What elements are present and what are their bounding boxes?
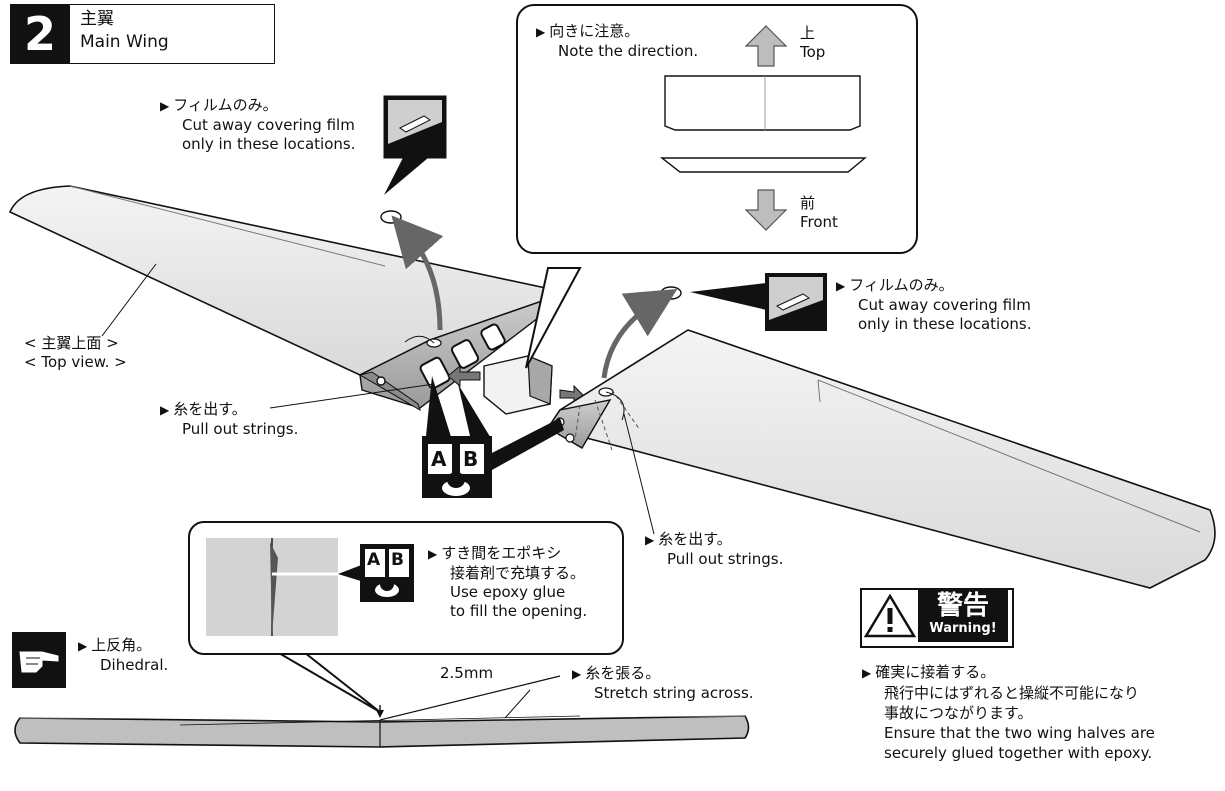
warning-jp: 警告 bbox=[936, 591, 989, 621]
film-left-en1: Cut away covering film bbox=[182, 116, 355, 134]
glue-en2: to fill the opening. bbox=[450, 602, 588, 620]
pull-strings-right-label: 糸を出す。 Pull out strings. bbox=[645, 530, 783, 569]
note-direction-text: 向きに注意。 Note the direction. bbox=[536, 22, 698, 61]
glue-ab-badge bbox=[338, 544, 414, 602]
pointing-hand-icon bbox=[12, 632, 66, 688]
step-title: 主翼 Main Wing bbox=[80, 8, 169, 54]
stretch-string-label: 糸を張る。 Stretch string across. bbox=[572, 664, 754, 703]
film-left-jp: フィルムのみ。 bbox=[160, 96, 355, 116]
strings-left-jp: 糸を出す。 bbox=[160, 400, 298, 420]
top-label: 上 Top bbox=[800, 24, 825, 62]
pull-strings-left-label: 糸を出す。 Pull out strings. bbox=[160, 400, 298, 439]
step-number: 2 bbox=[10, 4, 70, 64]
front-label: 前 Front bbox=[800, 194, 838, 232]
top-view-en: < Top view. > bbox=[24, 353, 127, 371]
warning-jp3: 事故につながります。 bbox=[884, 704, 1033, 722]
glue-jp1: すき間をエポキシ bbox=[428, 544, 587, 564]
film-right-en2: only in these locations. bbox=[858, 315, 1032, 333]
glue-jp2: 接着剤で充填する。 bbox=[450, 564, 586, 582]
top-label-en: Top bbox=[800, 43, 826, 61]
film-cut-left-label: フィルムのみ。 Cut away covering film only in t… bbox=[160, 96, 355, 154]
front-label-en: Front bbox=[800, 213, 838, 231]
dihedral-jp: 上反角。 bbox=[78, 636, 168, 656]
ab-callout bbox=[422, 376, 564, 498]
wing-joiner bbox=[447, 355, 585, 415]
warning-en1: Ensure that the two wing halves are bbox=[884, 724, 1155, 742]
top-view-leader bbox=[101, 263, 157, 337]
strings-left-en: Pull out strings. bbox=[182, 420, 299, 438]
warning-en2: securely glued together with epoxy. bbox=[884, 744, 1153, 762]
strings-right-jp: 糸を出す。 bbox=[645, 530, 783, 550]
glue-instruction: すき間をエポキシ 接着剤で充填する。 Use epoxy glue to fil… bbox=[428, 544, 587, 621]
warning-label: 警告 Warning! bbox=[918, 590, 1008, 642]
warning-jp1: 確実に接着する。 bbox=[862, 662, 1155, 683]
film-cut-markers bbox=[380, 95, 827, 379]
strings-right-leader bbox=[623, 413, 655, 535]
label-b: B bbox=[463, 447, 479, 471]
front-label-jp: 前 bbox=[800, 194, 816, 212]
note-direction-jp: 向きに注意。 bbox=[536, 22, 698, 42]
film-cut-right-label: フィルムのみ。 Cut away covering film only in t… bbox=[836, 276, 1031, 334]
glue-label-b: B bbox=[391, 550, 404, 570]
top-label-jp: 上 bbox=[800, 24, 816, 42]
warning-icon bbox=[863, 593, 917, 638]
film-right-jp: フィルムのみ。 bbox=[836, 276, 1031, 296]
label-a: A bbox=[431, 447, 447, 471]
strings-right-en: Pull out strings. bbox=[667, 550, 784, 568]
dihedral-en: Dihedral. bbox=[100, 656, 169, 674]
stretch-en: Stretch string across. bbox=[594, 684, 754, 702]
warning-text: 確実に接着する。 飛行中にはずれると操縦不可能になり 事故につながります。 En… bbox=[862, 662, 1155, 763]
warning-jp2: 飛行中にはずれると操縦不可能になり bbox=[884, 684, 1140, 702]
glue-en1: Use epoxy glue bbox=[450, 583, 566, 601]
arrow-up-icon bbox=[744, 25, 788, 67]
film-left-en2: only in these locations. bbox=[182, 135, 356, 153]
top-view-jp: < 主翼上面 > bbox=[24, 334, 119, 352]
glue-joint-detail bbox=[206, 538, 338, 636]
dihedral-view bbox=[14, 675, 750, 748]
top-view-label: < 主翼上面 > < Top view. > bbox=[24, 334, 127, 372]
film-right-en1: Cut away covering film bbox=[858, 296, 1031, 314]
step-title-en: Main Wing bbox=[80, 32, 169, 52]
dihedral-value: 2.5mm bbox=[440, 664, 494, 682]
warning-en: Warning! bbox=[929, 621, 997, 636]
note-direction-en: Note the direction. bbox=[558, 42, 699, 60]
joiner-profile bbox=[660, 75, 867, 173]
right-wing bbox=[546, 329, 1216, 589]
stretch-jp: 糸を張る。 bbox=[572, 664, 754, 684]
glue-label-a: A bbox=[367, 550, 381, 570]
left-wing bbox=[8, 185, 557, 412]
arrow-down-icon bbox=[744, 189, 788, 231]
step-title-jp: 主翼 bbox=[80, 9, 114, 29]
dihedral-label: 上反角。 Dihedral. bbox=[78, 636, 168, 675]
strings-left-leader bbox=[269, 383, 435, 409]
